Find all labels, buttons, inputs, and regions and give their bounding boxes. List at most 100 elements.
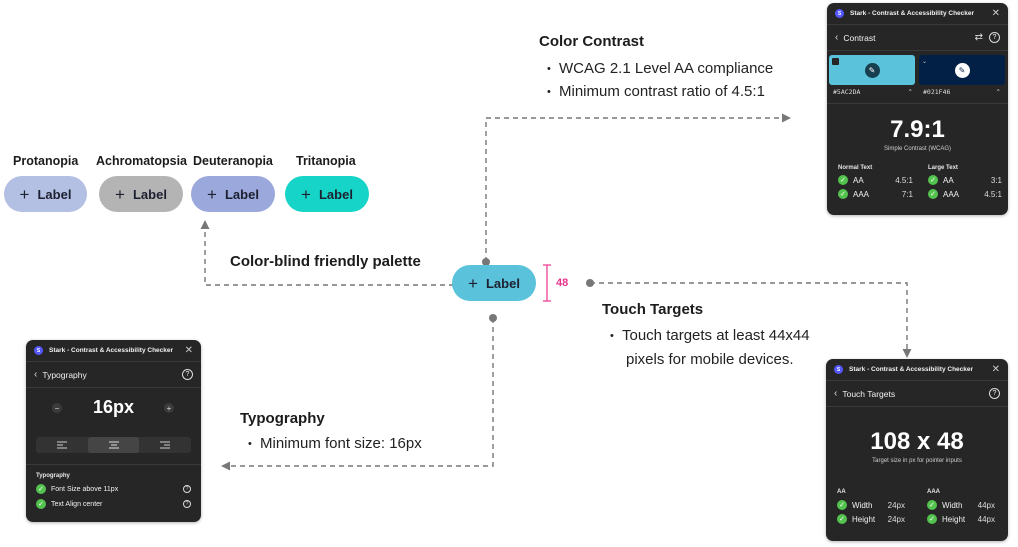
typography-bullet-1: •Minimum font size: 16px [248,435,422,452]
plus-icon: + [301,184,311,204]
plus-icon: + [468,273,478,293]
back-chevron-icon[interactable]: ‹ [834,388,838,399]
panel-header: ‹ Touch Targets ? [826,381,1008,407]
variant-title-achromatopsia: Achromatopsia [96,154,187,168]
background-hex-field[interactable]: #021F46⌃ [923,88,1001,96]
foreground-swatch[interactable]: ✎ [829,55,915,85]
help-icon[interactable]: ? [989,32,1000,43]
font-size-value: 16px [92,397,135,417]
check-icon: ✓ [837,514,847,524]
colorblind-heading: Color-blind friendly palette [230,253,421,270]
check-row: ✓Text Align center? [36,499,191,509]
chevron-down-icon[interactable]: ⌄ [922,59,928,65]
align-center-button[interactable] [87,437,140,453]
info-icon: ? [183,485,191,493]
target-size: 108 x 48 [870,428,964,455]
settings-sliders-icon[interactable]: ⇄ [974,32,983,43]
touch-targets-heading: Touch Targets [602,301,704,318]
touch-targets-bullet-1: •Touch targets at least 44x44 [610,327,810,344]
arrowhead-typography [221,461,230,471]
background-swatch[interactable]: ✎ ⌄ [919,55,1005,85]
height-indicator-label: 48 [556,277,569,289]
stark-logo-icon: S [835,9,844,18]
pill-tritanopia: +Label [285,176,369,212]
foreground-hex-field[interactable]: #5AC2DA⌃ [833,88,913,96]
color-contrast-bullet-1: •WCAG 2.1 Level AA compliance [547,60,774,77]
align-center-icon [108,441,119,449]
variant-title-deuteranopia: Deuteranopia [193,154,273,168]
connector-to-typography [228,318,494,467]
check-icon: ✓ [36,484,46,494]
check-icon: ✓ [838,189,848,199]
eyedropper-icon[interactable]: ✎ [954,62,970,78]
pill-achromatopsia: +Label [99,176,183,212]
touch-targets-panel: S Stark - Contrast & Accessibility Check… [826,359,1008,541]
close-icon[interactable]: ✕ [991,364,1000,375]
typography-checks: Typography ✓Font Size above 11px? ✓Text … [36,473,191,509]
connector-to-colorblind [204,226,454,286]
help-icon[interactable]: ? [989,388,1000,399]
arrowhead-contrast [782,113,791,123]
contrast-panel: S Stark - Contrast & Accessibility Check… [827,3,1008,215]
panel-titlebar: S Stark - Contrast & Accessibility Check… [26,340,201,362]
stark-logo-icon: S [34,346,43,355]
divider [827,103,1008,104]
plus-icon: + [207,184,217,204]
back-chevron-icon[interactable]: ‹ [34,369,38,380]
stepper-icon: ⌃ [907,89,913,96]
arrowhead-touch [902,349,912,358]
panel-title: Contrast [843,32,876,43]
contrast-ratio: 7.9:1 [890,116,945,143]
typography-panel: S Stark - Contrast & Accessibility Check… [26,340,201,522]
plus-icon: + [115,184,125,204]
typography-heading: Typography [240,410,325,427]
center-label-button: +Label [452,265,536,301]
align-right-icon [160,441,171,449]
divider [26,464,201,465]
color-contrast-bullet-2: •Minimum contrast ratio of 4.5:1 [547,83,765,100]
eyedropper-icon[interactable]: ✎ [864,62,880,78]
target-size-caption: Target size in px for pointer inputs [872,458,962,464]
check-icon: ✓ [838,175,848,185]
connector-node-top [482,258,490,266]
info-icon: ? [183,500,191,508]
increase-font-button[interactable]: + [164,403,174,413]
close-icon[interactable]: ✕ [184,345,193,356]
panel-titlebar: S Stark - Contrast & Accessibility Check… [827,3,1008,25]
decrease-font-button[interactable]: − [52,403,62,413]
panel-header: ‹ Contrast ⇄ ? [827,25,1008,51]
arrowhead-colorblind [200,220,210,229]
contrast-ratio-caption: Simple Contrast (WCAG) [883,146,951,152]
back-chevron-icon[interactable]: ‹ [835,32,839,43]
text-align-control [36,437,191,453]
checkbox-icon[interactable] [832,58,839,65]
touch-targets-bullet-2: pixels for mobile devices. [626,351,794,368]
connector-node-right [586,279,594,287]
pill-deuteranopia: +Label [191,176,275,212]
align-left-button[interactable] [36,437,88,453]
connector-node-bottom [489,314,497,322]
help-icon[interactable]: ? [182,369,193,380]
variant-title-protanopia: Protanopia [13,154,79,168]
variant-title-tritanopia: Tritanopia [296,154,356,168]
check-icon: ✓ [36,499,46,509]
check-icon: ✓ [927,514,937,524]
plus-icon: + [19,184,30,204]
connector-to-contrast [485,117,785,262]
close-icon[interactable]: ✕ [991,8,1000,19]
check-row: ✓Font Size above 11px? [36,484,191,494]
align-right-button[interactable] [139,437,191,453]
stark-logo-icon: S [834,365,843,374]
panel-title: Touch Targets [842,388,896,399]
